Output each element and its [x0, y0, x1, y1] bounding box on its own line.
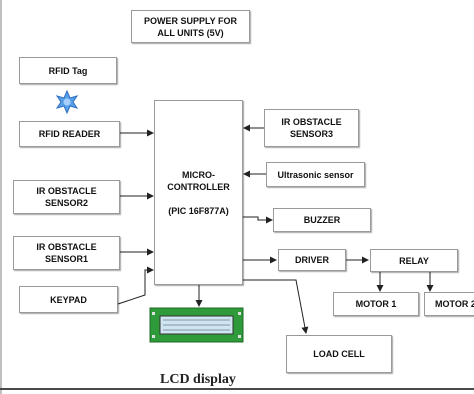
wire-keypad	[117, 266, 154, 305]
wire-buzzer	[242, 216, 273, 224]
ir-sensor1-box: IR OBSTACLE SENSOR1	[13, 236, 120, 270]
left-frame-line	[0, 0, 2, 394]
wire-load-cell	[242, 279, 309, 334]
rfid-tag-box: RFID Tag	[19, 57, 117, 84]
rfid-reader-box: RFID READER	[19, 121, 120, 147]
ir-sensor2-box: IR OBSTACLE SENSOR2	[13, 180, 120, 214]
power-supply-box: POWER SUPPLY FOR ALL UNITS (5V)	[131, 10, 250, 43]
lcd-display-label: LCD display	[160, 372, 236, 387]
motor2-box: MOTOR 2	[424, 292, 474, 316]
keypad-box: KEYPAD	[19, 286, 118, 313]
motor1-box: MOTOR 1	[333, 292, 419, 316]
lcd-module-icon	[149, 307, 244, 343]
microcontroller-box: MICRO- CONTROLLER (PIC 16F877A)	[154, 100, 243, 285]
relay-box: RELAY	[370, 249, 458, 272]
ultrasonic-sensor-box: Ultrasonic sensor	[266, 162, 365, 187]
ir-sensor3-box: IR OBSTACLE SENSOR3	[264, 109, 359, 147]
load-cell-box: LOAD CELL	[286, 335, 392, 373]
driver-box: DRIVER	[278, 249, 346, 271]
buzzer-box: BUZZER	[273, 208, 371, 232]
starburst-icon	[55, 89, 79, 115]
bottom-frame-line	[0, 388, 474, 390]
